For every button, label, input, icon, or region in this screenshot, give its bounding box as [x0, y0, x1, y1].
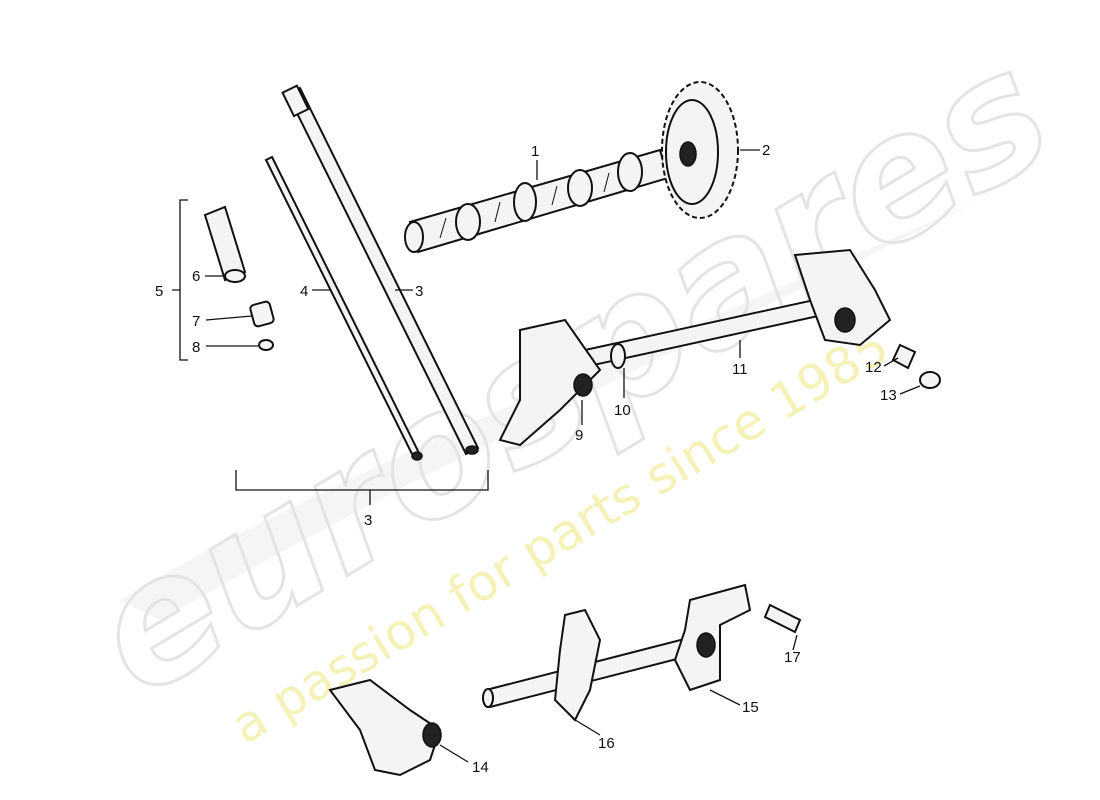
rocker-arm-left: [498, 318, 602, 447]
rocker-arm-lower-right: [673, 583, 752, 692]
callout-7: 7: [192, 313, 200, 330]
tappet-adjuster: [249, 300, 275, 328]
callouts: 1 2 3 3 4 5 6 7 8 9 10 11 12 13 14 15 16…: [155, 142, 897, 776]
callout-10: 10: [614, 402, 631, 419]
tappet: [203, 205, 247, 283]
callout-14: 14: [472, 759, 489, 776]
camshaft-gear: [661, 81, 739, 219]
callout-16: 16: [598, 735, 615, 752]
callout-12: 12: [865, 359, 882, 376]
leader-lines: [172, 149, 921, 763]
callout-17: 17: [784, 649, 801, 666]
callout-13: 13: [880, 387, 897, 404]
spacer-washer: [610, 343, 626, 369]
callout-11: 11: [732, 361, 748, 378]
callout-1: 1: [531, 143, 539, 160]
callout-5: 5: [155, 283, 163, 300]
adjusting-screw: [891, 343, 917, 370]
camshaft: [404, 148, 670, 254]
rocker-arm-right: [793, 248, 892, 347]
callout-2: 2: [762, 142, 770, 159]
callout-6: 6: [192, 268, 200, 285]
callout-4: 4: [300, 283, 308, 300]
pushrod-short: [264, 155, 423, 461]
callout-9: 9: [575, 427, 583, 444]
adjusting-screw-lower: [763, 603, 802, 634]
tappet-washer: [258, 339, 274, 351]
pushrod-long: [281, 84, 480, 456]
rocker-arm-lower-left: [328, 678, 442, 777]
rocker-arm-lower-middle: [553, 608, 602, 722]
callout-15: 15: [742, 699, 759, 716]
callout-3-long-pushrod: 3: [415, 283, 423, 300]
lock-nut: [919, 371, 941, 389]
callout-8: 8: [192, 339, 200, 356]
callout-3-group: 3: [364, 512, 372, 529]
